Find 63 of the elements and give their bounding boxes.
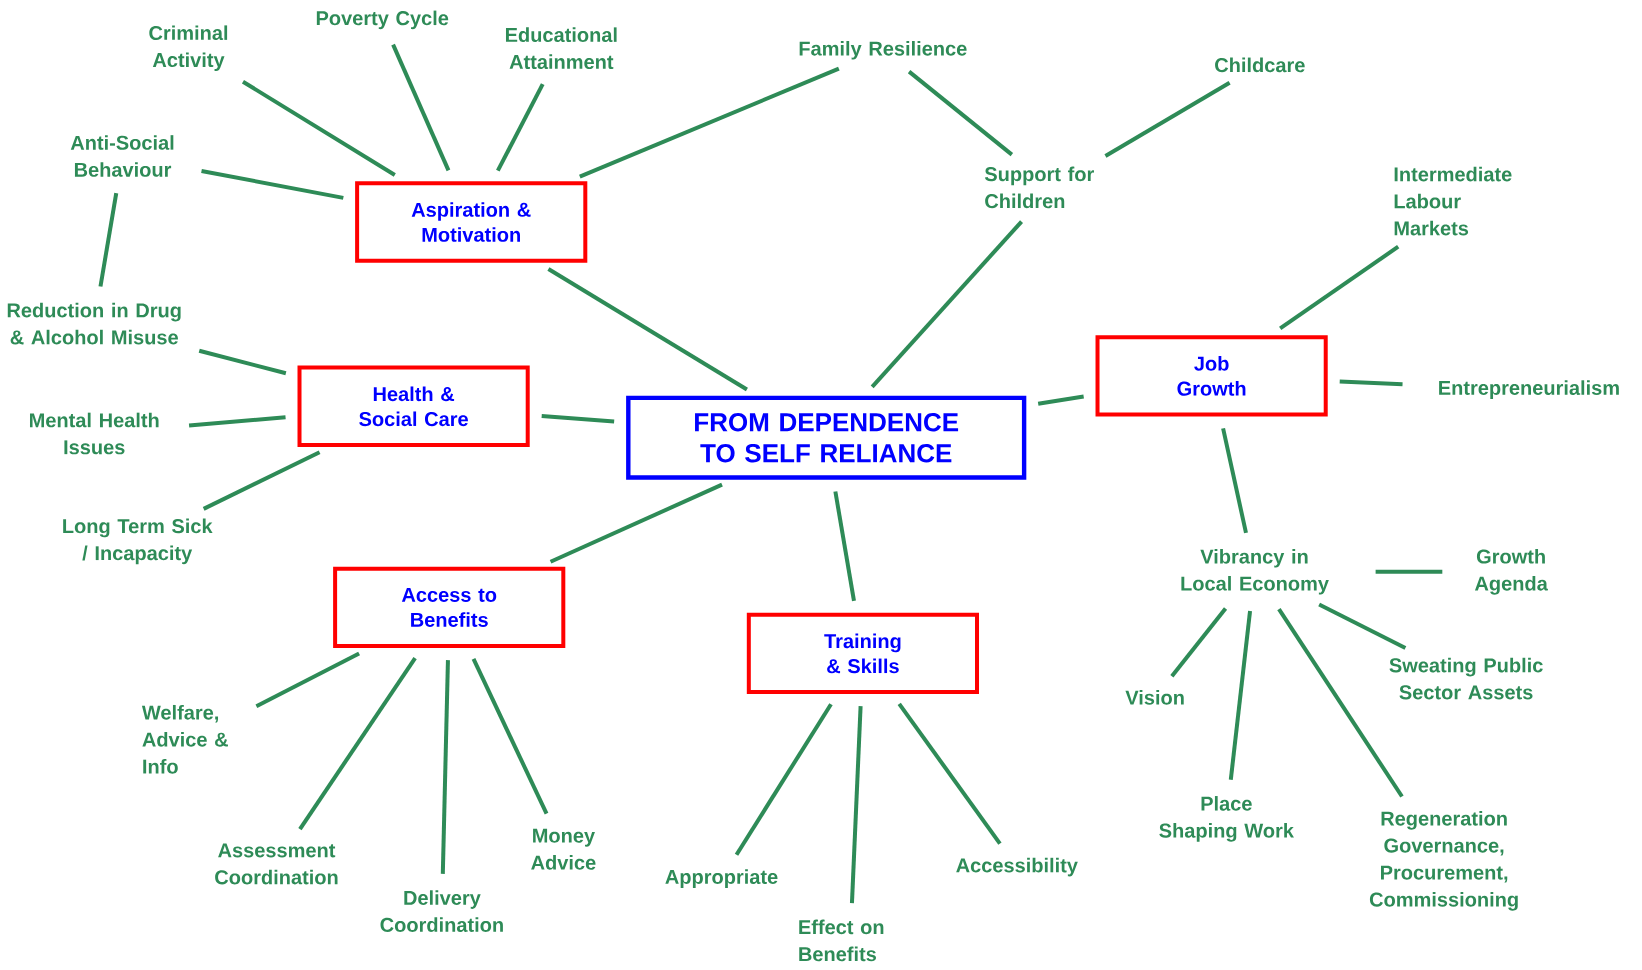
connector-line (1104, 81, 1231, 158)
connector-line (897, 702, 1002, 845)
topic-box: Job Growth (1095, 335, 1328, 417)
topic-label: Criminal Activity (149, 25, 228, 71)
connector-line (1228, 610, 1253, 780)
connector-line (547, 267, 748, 392)
connector-line (255, 651, 360, 708)
topic-label: Delivery Coordination (380, 890, 503, 932)
topic-label: Support for Children (984, 166, 1094, 209)
connector-line (541, 414, 615, 424)
topic-label: Assessment Coordination (215, 843, 338, 885)
topic-label: Intermediate Labour Markets (1394, 166, 1512, 236)
connector-line (1170, 607, 1228, 678)
topic-box: Training & Skills (746, 612, 979, 695)
connector-line (298, 656, 417, 831)
connector-line (833, 491, 856, 602)
connector-line (496, 83, 545, 172)
connector-line (391, 43, 451, 172)
connector-line (1279, 245, 1400, 330)
connector-line (241, 80, 396, 177)
connector-line (1339, 379, 1403, 387)
topic-label: Regeneration Governance, Procurement, Commissioning (1369, 810, 1518, 911)
topic-label: Effect on Benefits (799, 919, 884, 962)
topic-label: Family Resilience (799, 41, 967, 60)
connector-line (1375, 569, 1443, 574)
connector-line (870, 220, 1024, 389)
topic-box: Access to Benefits (333, 566, 566, 649)
topic-label: Money Advice (531, 828, 596, 870)
topic-label: Appropriate (665, 869, 778, 888)
connector-line (907, 70, 1014, 157)
topic-label: Educational Attainment (506, 27, 617, 70)
connector-line (201, 169, 344, 200)
topic-label: Mental Health Issues (30, 412, 159, 455)
topic-label: Accessibility (956, 857, 1078, 877)
connector-line (202, 450, 321, 511)
topic-label: Vibrancy in Local Economy (1181, 549, 1329, 595)
topic-label: Childcare (1215, 57, 1305, 73)
connector-line (98, 192, 119, 287)
connector-line (188, 415, 286, 428)
connector-line (1318, 602, 1407, 650)
topic-label: Growth Agenda (1474, 548, 1548, 595)
connector-line (198, 348, 287, 376)
connector-line (440, 660, 450, 874)
connector-line (734, 703, 833, 856)
connector-line (471, 658, 549, 815)
topic-label: Place Shaping Work (1159, 796, 1294, 842)
topic-box: Aspiration & Motivation (355, 181, 588, 263)
connector-line (1277, 607, 1404, 798)
topic-label: Long Term Sick / Incapacity (63, 518, 213, 565)
topic-box: Health & Social Care (297, 365, 530, 447)
topic-label: Entrepreneurialism (1439, 380, 1619, 399)
topic-label: Vision (1125, 690, 1184, 705)
topic-label: Sweating Public Sector Assets (1389, 657, 1543, 700)
connector-line (549, 482, 723, 564)
topic-label: Poverty Cycle (316, 10, 449, 30)
connector-line (579, 66, 840, 179)
topic-label: Welfare, Advice & Info (141, 704, 228, 774)
topic-label: Reduction in Drug & Alcohol Misuse (7, 302, 181, 345)
connector-line (1037, 394, 1084, 406)
connector-line (849, 706, 863, 904)
connector-line (1221, 427, 1248, 534)
topic-label: Anti-Social Behaviour (70, 135, 174, 177)
title-box: FROM DEPENDENCE TO SELF RELIANCE (626, 395, 1027, 480)
